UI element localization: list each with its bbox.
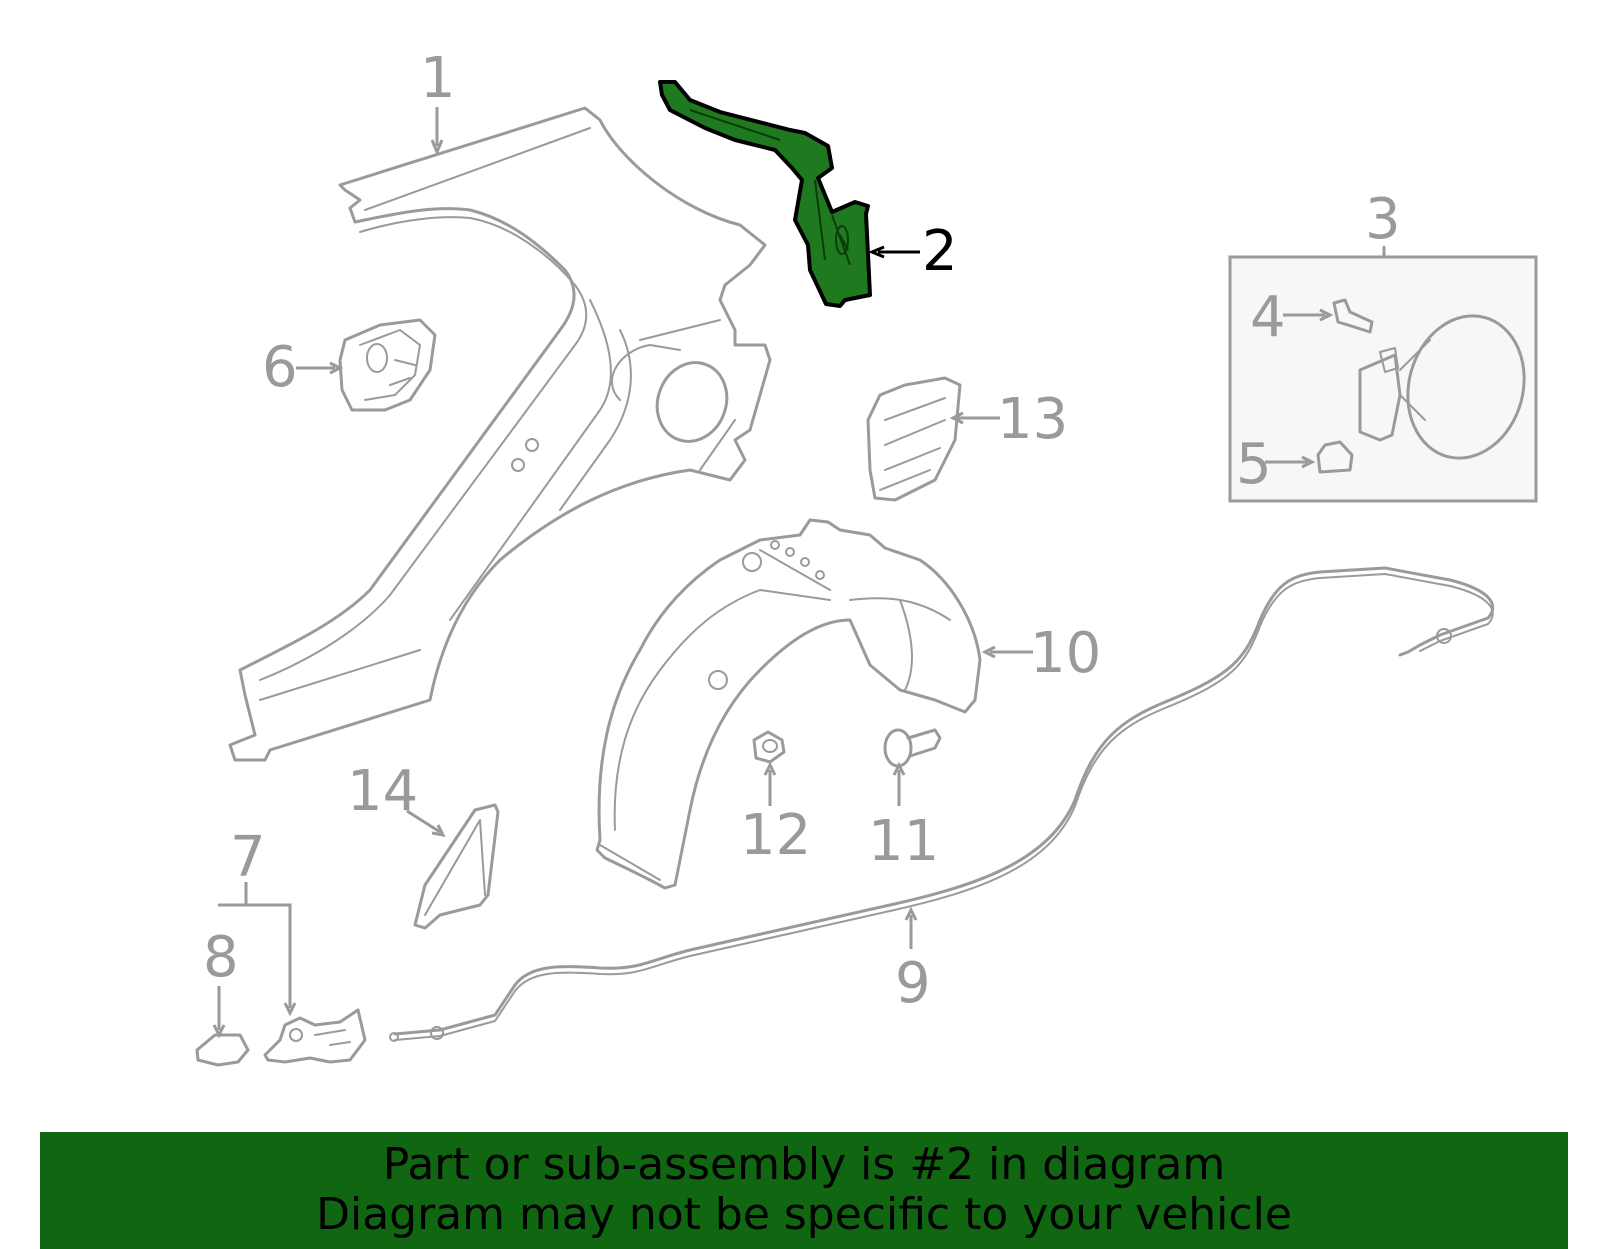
part-2-bracket-highlighted	[658, 80, 872, 308]
callout-1: 1	[420, 46, 456, 111]
callout-12: 12	[740, 803, 811, 868]
callout-10: 10	[1030, 621, 1101, 686]
callout-2: 2	[922, 219, 958, 284]
part-3-fuel-door-assembly	[1228, 255, 1538, 503]
part-7-lock-actuator	[263, 1008, 367, 1064]
callout-5: 5	[1236, 432, 1272, 497]
callout-7: 7	[230, 825, 266, 890]
part-10-wheel-liner	[595, 518, 982, 890]
callout-6: 6	[262, 335, 298, 400]
part-14-trim	[413, 803, 500, 930]
callout-13: 13	[997, 387, 1068, 452]
callout-14: 14	[347, 759, 418, 824]
callout-4: 4	[1250, 285, 1286, 350]
part-8-cap	[195, 1033, 250, 1067]
banner-line-2: Diagram may not be specific to your vehi…	[316, 1189, 1292, 1240]
callout-9: 9	[895, 951, 931, 1016]
part-11-bolt	[883, 728, 942, 768]
parts-diagram: 1 2 3 4 5 6 7 8 9 10 11 12 13 14	[195, 46, 1538, 1067]
part-6-housing	[338, 318, 437, 412]
leader-lines	[212, 107, 1386, 1039]
part-12-nut	[752, 730, 786, 764]
part-5-clip	[1316, 440, 1354, 474]
part-4-screw	[1332, 298, 1374, 334]
callout-labels: 1 2 3 4 5 6 7 8 9 10 11 12 13 14	[203, 46, 1401, 1016]
callout-8: 8	[203, 925, 239, 990]
part-1-quarter-panel	[228, 106, 772, 762]
callout-3: 3	[1365, 187, 1401, 252]
banner-line-1: Part or sub-assembly is #2 in diagram	[382, 1139, 1226, 1190]
part-9-release-cable	[389, 566, 1495, 1042]
info-banner: Part or sub-assembly is #2 in diagram Di…	[40, 1132, 1568, 1249]
part-13-vent	[866, 376, 962, 502]
callout-11: 11	[868, 809, 939, 874]
